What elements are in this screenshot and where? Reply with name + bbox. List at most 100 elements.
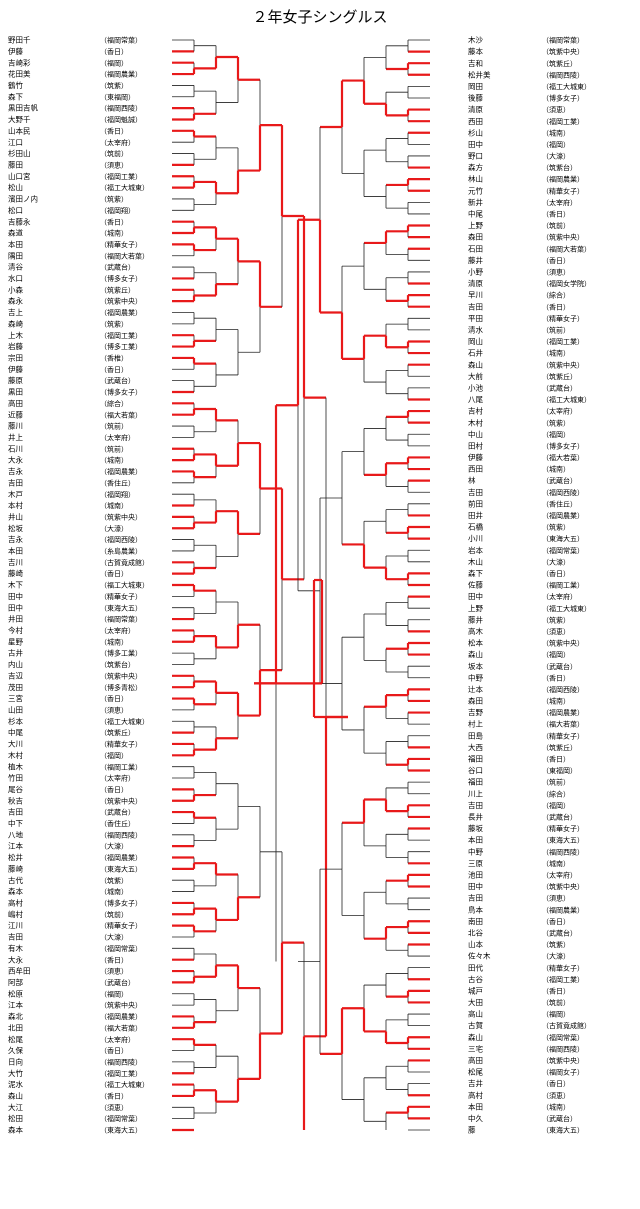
left-player-team: （福工大城東）: [100, 1080, 149, 1089]
right-player-team: （武蔵台）: [542, 1114, 577, 1123]
left-player-name: 大江: [8, 1102, 23, 1112]
right-player-name: 池田: [468, 869, 483, 879]
right-player-name: 吉田: [468, 302, 483, 311]
right-player-name: 城戸: [468, 986, 483, 995]
right-player-team: （福工大城東）: [542, 604, 591, 613]
right-player-team: （精華女子）: [542, 731, 584, 740]
left-player-team: （福岡魁誠）: [100, 115, 142, 124]
left-player-team: （福岡常葉）: [100, 36, 142, 45]
left-player-team: （武蔵台）: [100, 263, 135, 272]
left-player-team: （香住丘）: [100, 478, 135, 487]
right-player-team: （筑前）: [542, 221, 570, 230]
left-player-team: （筑紫丘）: [100, 728, 135, 737]
right-player-team: （福岡工業）: [542, 581, 584, 590]
left-player-name: 古井: [8, 648, 23, 658]
left-player-team: （精華女子）: [100, 592, 142, 601]
right-player-team: （太宰府）: [542, 870, 577, 879]
left-player-team: （福工大城東）: [100, 581, 149, 590]
right-player-name: 森下: [468, 568, 483, 578]
right-player-name: 林山: [468, 174, 483, 184]
left-player-name: 秋吉: [8, 795, 23, 805]
left-player-name: 吉辺: [8, 671, 23, 680]
left-player-name: 森道: [8, 228, 23, 238]
right-player-name: 山本: [468, 939, 483, 949]
left-player-name: 松尾: [8, 1034, 23, 1044]
right-player-team: （精華女子）: [542, 314, 584, 323]
left-player-name: 森北: [8, 1011, 23, 1021]
right-player-name: 野口: [468, 152, 483, 161]
right-player-name: 新井: [468, 197, 483, 207]
right-player-team: （福岡大若葉）: [542, 244, 591, 253]
right-player-team: （筑紫）: [542, 615, 570, 624]
right-player-name: 鳥本: [468, 904, 483, 914]
right-player-team: （大濠）: [542, 557, 570, 566]
right-player-name: 木村: [468, 417, 483, 427]
right-player-team: （須恵）: [542, 627, 570, 636]
right-player-team: （香日）: [542, 256, 570, 265]
left-player-team: （武蔵台）: [100, 808, 135, 817]
left-player-team: （太宰府）: [100, 774, 135, 783]
left-player-name: 松井: [8, 852, 23, 862]
left-player-team: （香日）: [100, 126, 128, 135]
right-player-team: （大濠）: [542, 952, 570, 961]
right-player-team: （博多女子）: [542, 94, 584, 103]
left-player-team: （博多工業）: [100, 649, 142, 658]
right-player-name: 吉村: [468, 406, 483, 416]
right-player-team: （精華女子）: [542, 963, 584, 972]
right-player-team: （香日）: [542, 755, 570, 764]
left-player-team: （博多青松）: [100, 683, 142, 692]
left-player-name: 野田千: [8, 35, 31, 45]
left-player-team: （城南）: [100, 229, 128, 238]
right-player-name: 森山: [468, 1032, 483, 1042]
left-player-name: 植木: [8, 761, 23, 771]
left-player-team: （福岡工業）: [100, 762, 142, 771]
right-player-name: 松尾: [468, 1067, 483, 1077]
left-player-team: （筑紫中央）: [100, 671, 142, 680]
right-player-team: （筑紫）: [542, 940, 570, 949]
right-player-name: 吉田: [468, 488, 483, 497]
right-player-team: （城南）: [542, 349, 570, 358]
left-player-name: 吉永: [8, 466, 23, 476]
left-player-team: （香住丘）: [100, 819, 135, 828]
right-player-team: （武蔵台）: [542, 813, 577, 822]
left-player-name: 高村: [8, 898, 23, 908]
right-player-name: 藤本: [468, 46, 483, 56]
left-player-team: （博多工業）: [100, 342, 142, 351]
right-player-team: （福岡）: [542, 801, 570, 810]
right-player-name: 福田: [468, 778, 483, 787]
right-player-name: 森田: [468, 232, 483, 242]
right-player-name: 藤井: [468, 255, 483, 265]
right-player-team: （城南）: [542, 1102, 570, 1111]
right-player-name: 吉野: [468, 708, 483, 717]
right-player-name: 中尾: [468, 209, 483, 219]
right-player-name: 西田: [468, 117, 483, 126]
right-player-team: （須恵）: [542, 105, 570, 114]
left-player-team: （福岡常葉）: [100, 615, 142, 624]
right-player-name: 吉井: [468, 1078, 483, 1088]
left-player-name: 江本: [8, 841, 23, 851]
right-player-team: （博多女子）: [542, 441, 584, 450]
left-player-team: （福岡工業）: [100, 331, 142, 340]
right-player-name: 石田: [468, 244, 483, 253]
right-player-name: 岡田: [468, 82, 483, 91]
left-player-name: 大竹: [8, 1068, 23, 1078]
right-player-team: （福岡常葉）: [542, 1033, 584, 1042]
right-player-name: 杉山: [468, 127, 483, 137]
left-player-team: （城南）: [100, 501, 128, 510]
left-player-name: 小森: [8, 284, 23, 294]
right-player-team: （香日）: [542, 917, 570, 926]
left-player-team: （筑紫）: [100, 81, 128, 90]
right-player-name: 森山: [468, 649, 483, 659]
left-player-team: （精華女子）: [100, 740, 142, 749]
right-player-name: 上野: [468, 221, 483, 230]
left-player-team: （香日）: [100, 694, 128, 703]
left-player-team: （筑前）: [100, 149, 128, 158]
right-player-name: 早川: [468, 291, 483, 300]
right-player-name: 福田: [468, 755, 483, 764]
right-player-team: （城南）: [542, 697, 570, 706]
left-player-name: 山口宮: [8, 171, 31, 181]
right-player-name: 本田: [468, 1101, 483, 1111]
right-player-team: （香日）: [542, 673, 570, 682]
left-player-team: （筑紫中央）: [100, 512, 142, 521]
left-player-name: 岩藤: [8, 341, 23, 351]
